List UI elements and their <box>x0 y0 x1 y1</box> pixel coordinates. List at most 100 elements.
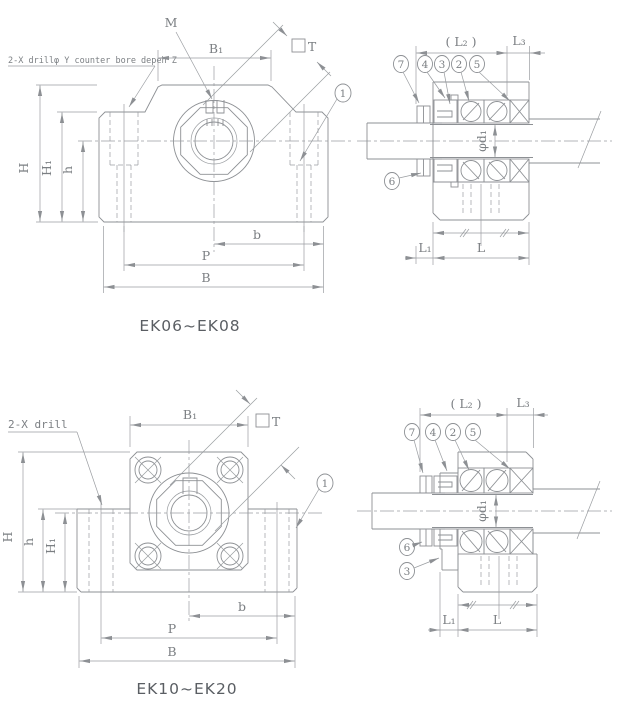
housing-outline <box>98 84 329 223</box>
dim-L1-L: L₁ L <box>428 572 538 637</box>
dim-h-label: h <box>21 538 36 546</box>
height-dimensions: H h H₁ <box>0 451 130 593</box>
drill-note-callout: 2-X drill <box>8 418 103 506</box>
screw-icon <box>134 542 162 570</box>
flange-outline <box>129 451 249 571</box>
lock-nut-octagon <box>156 480 222 546</box>
ek1020-front-view: 2-X drill B₁ T <box>0 389 334 698</box>
dim-H1-label: H₁ <box>43 538 58 554</box>
dim-P-label: P <box>168 621 176 636</box>
view-title-ek0608: EK06~EK08 <box>139 317 240 335</box>
seal-collar <box>433 94 459 188</box>
across-flats-dimension: T <box>169 389 300 532</box>
balloon-6: 6 <box>399 538 423 556</box>
dim-L2-label: ( L₂ ) <box>445 34 476 49</box>
dim-B1-label: B₁ <box>209 41 223 56</box>
shaft-journal <box>430 124 533 158</box>
width-dimensions: b P B <box>103 226 324 293</box>
bearings <box>457 467 511 555</box>
shaft-journal <box>432 494 533 528</box>
dim-L-label: L <box>493 612 501 627</box>
balloon-3 <box>434 55 450 73</box>
ek0608-front-view: T M 2-X drillφ Y counter bore depeh Z B₁ <box>8 15 352 335</box>
dim-P-label: P <box>202 248 210 263</box>
drill-note-callout: 2-X drillφ Y counter bore depeh Z <box>8 56 177 108</box>
screw-icon <box>216 456 244 484</box>
end-spacer-crossed <box>509 99 530 183</box>
screw-shaft <box>529 110 602 169</box>
shaft-end <box>371 492 445 530</box>
dim-L3-label: L₃ <box>516 395 529 410</box>
balloon-row: 7 4 2 5 <box>404 423 511 474</box>
thread-callout: M <box>165 15 213 100</box>
balloon-7 <box>404 423 420 441</box>
counterbore-holes-hidden <box>109 104 319 232</box>
lock-nut-section <box>419 475 433 547</box>
dim-L1-label: L₁ <box>418 240 431 255</box>
dim-L2-L3: ( L₂ ) L₃ <box>419 395 548 472</box>
balloon-2-number: 2 <box>456 59 463 71</box>
balloon-2 <box>451 55 467 73</box>
square-width-label: T <box>272 414 281 429</box>
balloon-5-number: 5 <box>474 59 481 71</box>
balloon-2-number: 2 <box>450 427 457 439</box>
thread-label: M <box>165 15 178 30</box>
dim-phi-d1-label: φd₁ <box>474 500 489 522</box>
height-dimensions: H H₁ h <box>16 84 98 223</box>
balloon-5-number: 5 <box>470 427 477 439</box>
screw-shaft <box>532 468 601 540</box>
dim-L3-label: L₃ <box>512 33 525 48</box>
seal-collar <box>433 475 458 547</box>
square-width-label: T <box>308 39 317 54</box>
foot-section <box>457 553 538 619</box>
balloon-7-number: 7 <box>398 59 405 71</box>
across-flats-dimension: T <box>202 21 332 153</box>
balloon-4-number: 4 <box>430 427 437 439</box>
nut-slot-left <box>205 100 214 114</box>
square-symbol-icon <box>291 38 306 53</box>
balloon-3-number: 3 <box>404 566 411 578</box>
width-dimensions: b P B <box>78 596 296 668</box>
dim-H1-label: H₁ <box>39 160 54 176</box>
balloon-1: 1 <box>299 83 352 162</box>
balloon-2 <box>445 423 461 441</box>
drill-note: 2-X drillφ Y counter bore depeh Z <box>8 56 177 66</box>
balloon-4 <box>417 55 433 73</box>
balloon-4 <box>425 423 441 441</box>
keyway-slot <box>182 477 198 494</box>
balloon-1-number: 1 <box>340 88 347 100</box>
balloon-row: 7 4 3 2 5 <box>393 55 511 105</box>
dim-phi-d1: φd₁ <box>474 125 498 157</box>
dim-L2-L3: ( L₂ ) L₃ <box>415 33 545 104</box>
balloon-7-number: 7 <box>409 427 416 439</box>
dim-B-label: B <box>167 644 176 659</box>
ek1020-side-view: ( L₂ ) L₃ 7 4 2 5 6 3 <box>357 395 612 637</box>
dim-L1-L: L₁ L <box>405 222 530 265</box>
lock-nut-section <box>416 105 431 177</box>
balloon-6-number: 6 <box>389 176 396 188</box>
nut-slot-right <box>216 100 225 114</box>
balloon-6-number: 6 <box>404 542 411 554</box>
dim-h-label: h <box>60 166 75 174</box>
balloon-6: 6 <box>384 172 422 190</box>
ek0608-side-view: ( L₂ ) L₃ 7 4 3 2 5 6 <box>357 33 612 265</box>
balloon-5 <box>465 423 481 441</box>
screw-icon <box>134 456 162 484</box>
foot-hidden-holes <box>462 184 500 246</box>
dim-B1-label: B₁ <box>183 407 197 422</box>
balloon-4-number: 4 <box>422 59 429 71</box>
dim-phi-d1-label: φd₁ <box>474 130 489 152</box>
view-title-ek1020: EK10~EK20 <box>136 680 237 698</box>
lock-nut-octagon <box>180 107 248 175</box>
balloon-7 <box>393 55 409 73</box>
dim-L2-label: ( L₂ ) <box>450 396 481 411</box>
dim-phi-d1: φd₁ <box>474 495 499 527</box>
dim-B1: B₁ <box>157 41 272 81</box>
balloon-3: 3 <box>399 557 440 580</box>
balloon-1: 1 <box>295 473 334 529</box>
dim-b-label: b <box>253 227 261 242</box>
dim-b-label: b <box>238 599 246 614</box>
balloon-5 <box>469 55 485 73</box>
